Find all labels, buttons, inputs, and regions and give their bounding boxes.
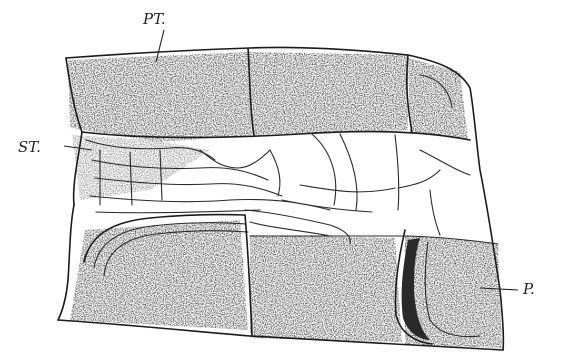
label-p: P. [522, 280, 535, 298]
label-pt: PT. [142, 10, 166, 28]
label-st: ST. [18, 138, 41, 156]
label-pt-group: PT. [142, 10, 166, 62]
